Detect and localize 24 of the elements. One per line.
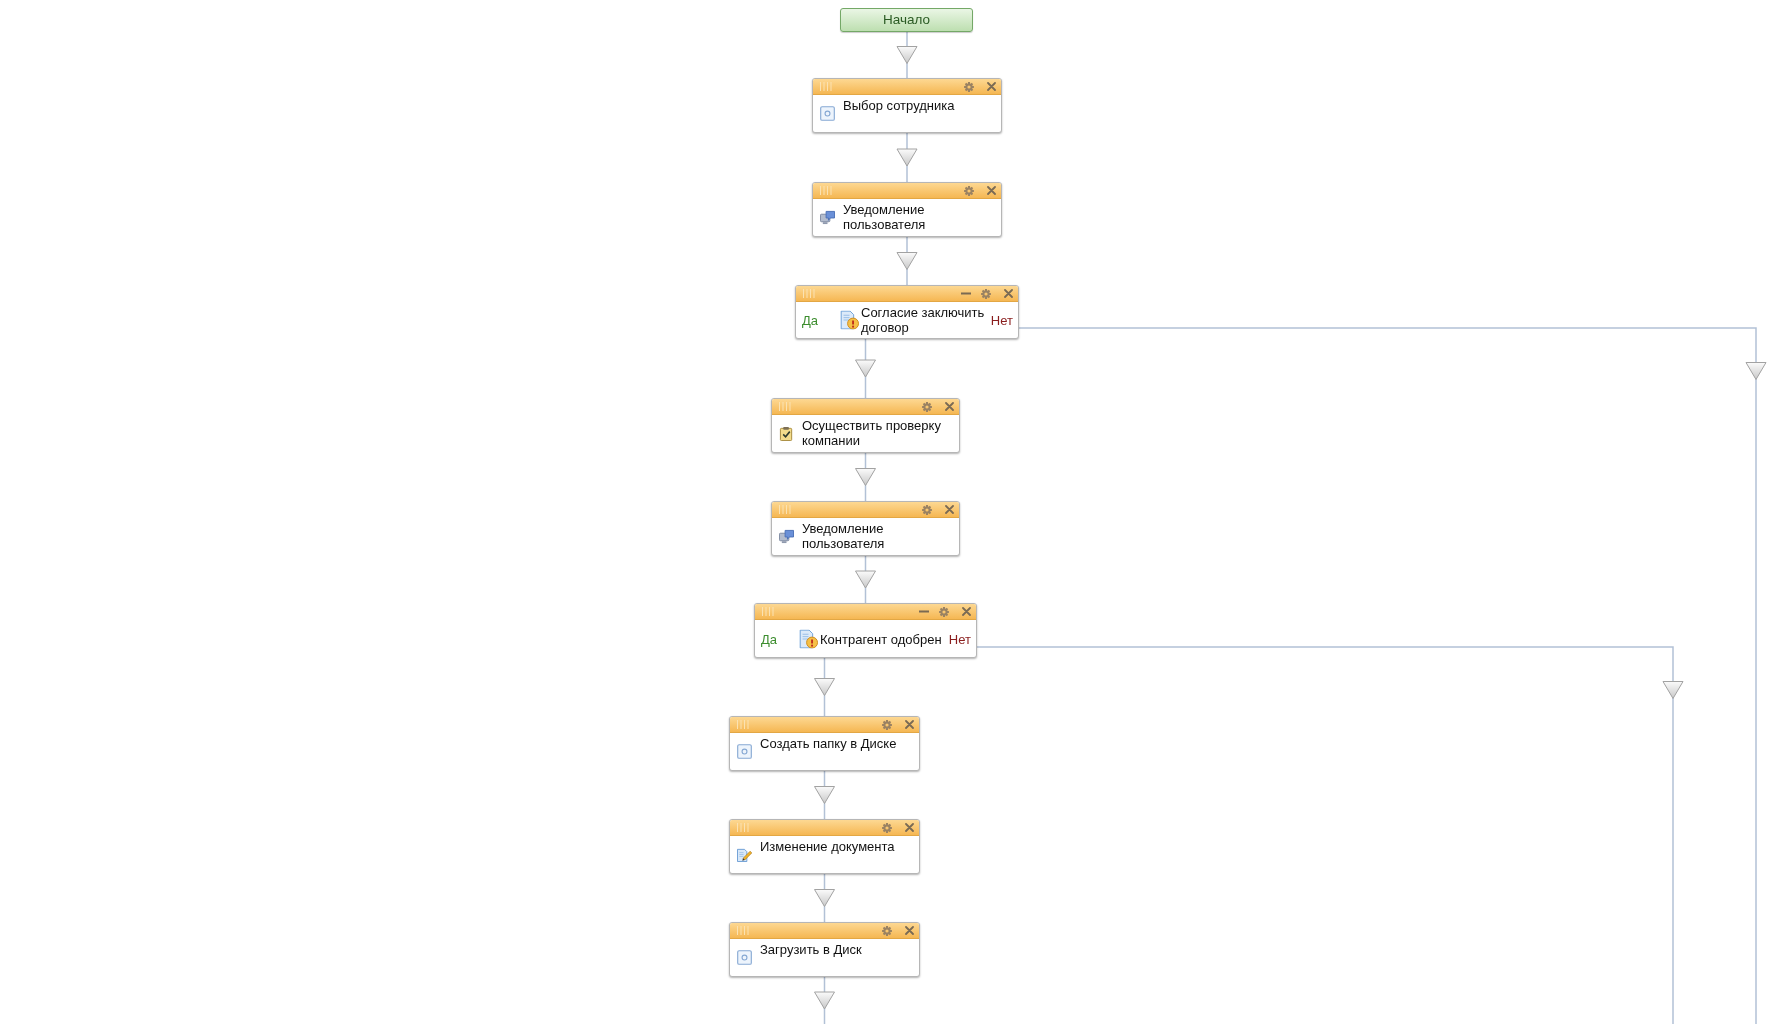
task-title: Уведомление пользователя [802, 521, 886, 551]
task-title: Осуществить проверку компании [802, 418, 942, 448]
task-title: Создать папку в Диске [760, 736, 898, 751]
task-card [729, 716, 920, 771]
condition-title: Согласие заключить договор [861, 305, 986, 335]
condition-card [754, 603, 977, 658]
task-title: Загрузить в Диск [760, 942, 863, 957]
condition-title: Контрагент одобрен [820, 631, 943, 646]
condition-card [795, 285, 1019, 339]
task-title: Изменение документа [760, 839, 896, 854]
task-card [729, 922, 920, 977]
branch-label: Нет [990, 312, 1013, 328]
branch-label: Да [761, 631, 778, 646]
branch-label: Нет [948, 631, 971, 646]
task-card [729, 819, 920, 874]
node-label: Начало [882, 12, 930, 28]
task-card [812, 78, 1002, 133]
task-card [771, 501, 960, 556]
branch-label: Да [802, 312, 819, 328]
task-card [771, 398, 960, 453]
task-title: Выбор сотрудника [843, 98, 956, 113]
task-title: Уведомление пользователя [843, 202, 927, 232]
start-terminal [840, 8, 973, 32]
task-card [812, 182, 1002, 237]
